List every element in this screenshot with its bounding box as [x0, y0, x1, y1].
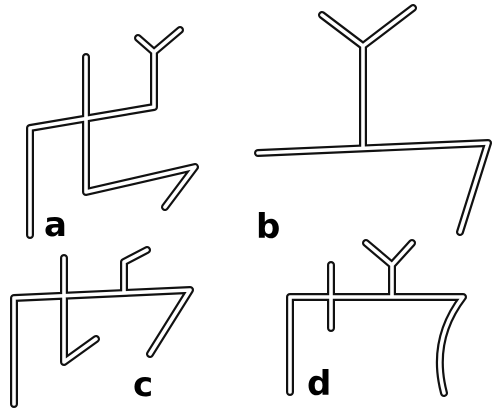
panel-a: a — [26, 26, 199, 245]
panel-b: b — [254, 4, 492, 247]
shape-a — [26, 26, 199, 239]
shape-c — [10, 246, 194, 408]
label-c: c — [133, 365, 153, 405]
panel-c: c — [10, 246, 194, 408]
panel-d: d — [286, 239, 467, 404]
label-a: a — [44, 205, 67, 245]
label-b: b — [256, 207, 280, 247]
shape-b — [254, 4, 492, 236]
shape-d — [286, 239, 467, 397]
label-d: d — [307, 364, 331, 404]
